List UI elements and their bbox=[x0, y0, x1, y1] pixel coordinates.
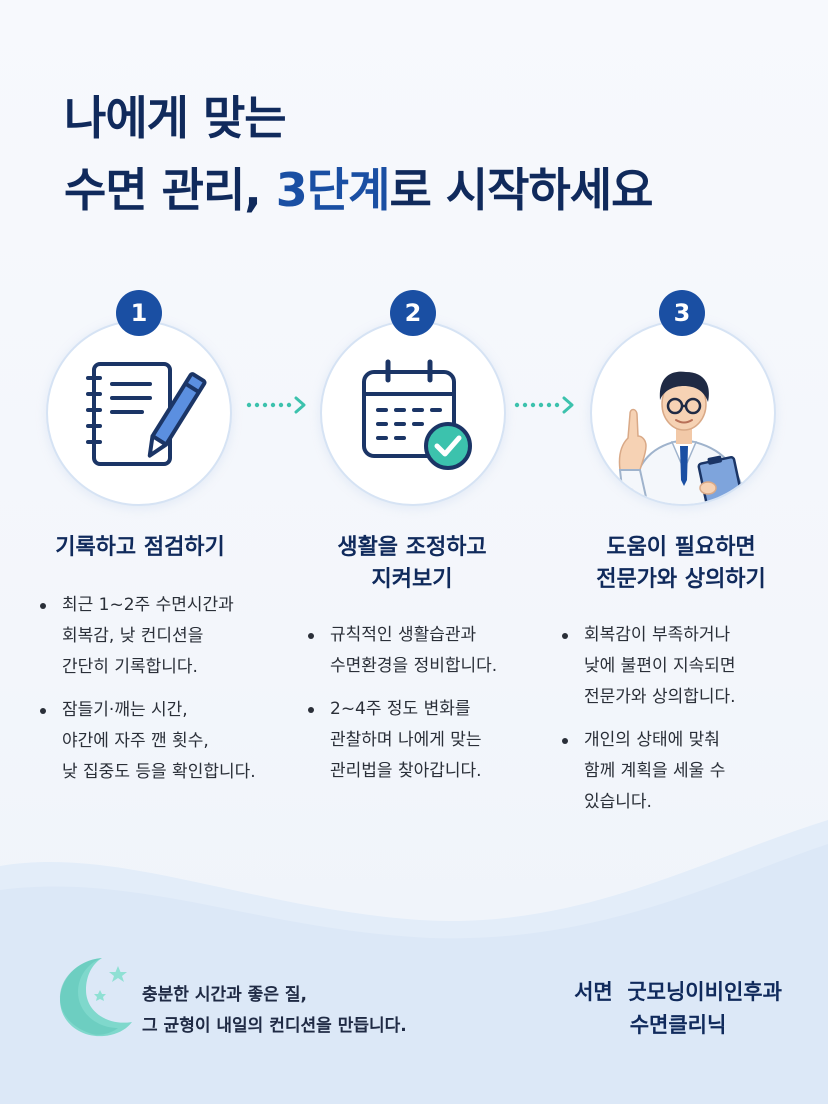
bullet-line: 회복감이 부족하거나 bbox=[584, 625, 731, 645]
bullet-line: 간단히 기록합니다. bbox=[62, 657, 198, 677]
footer-message-line-1: 충분한 시간과 좋은 질, bbox=[142, 985, 307, 1005]
step-2-bullet-2: 2~4주 정도 변화를 관찰하며 나에게 맞는 관리법을 찾아갑니다. bbox=[306, 694, 536, 787]
headline-line-2: 수면 관리, 3단계로 시작하세요 bbox=[64, 154, 784, 226]
clinic-name-line-2: 수면클리닉 bbox=[629, 1013, 727, 1037]
footer-message-line-2: 그 균형이 내일의 컨디션을 만듭니다. bbox=[142, 1016, 407, 1036]
doctor-icon bbox=[618, 371, 747, 504]
step-1-title: 기록하고 점검하기 bbox=[20, 532, 260, 564]
bullet-line: 수면환경을 정비합니다. bbox=[330, 656, 498, 676]
step-1-circle bbox=[46, 320, 232, 506]
step-1-bullet-2: 잠들기·깨는 시간, 야간에 자주 깬 횟수, 낮 집중도 등을 확인합니다. bbox=[38, 695, 288, 788]
step-2-title: 생활을 조정하고 지켜보기 bbox=[292, 532, 532, 596]
bullet-line: 2~4주 정도 변화를 bbox=[330, 699, 471, 719]
step-1-bullet-1: 최근 1~2주 수면시간과 회복감, 낮 컨디션을 간단히 기록합니다. bbox=[38, 590, 288, 683]
bullet-line: 회복감, 낮 컨디션을 bbox=[62, 626, 204, 646]
step-1-number-badge: 1 bbox=[116, 290, 162, 336]
step-3-number-badge: 3 bbox=[659, 290, 705, 336]
step-3-title: 도움이 필요하면 전문가와 상의하기 bbox=[556, 532, 806, 596]
bullet-line: 야간에 자주 깬 횟수, bbox=[62, 731, 209, 751]
bullet-line: 전문가와 상의합니다. bbox=[584, 687, 736, 707]
bullet-line: 최근 1~2주 수면시간과 bbox=[62, 595, 234, 615]
step-arrow-2-icon bbox=[514, 396, 574, 414]
step-3-bullet-2: 개인의 상태에 맞춰 함께 계획을 세울 수 있습니다. bbox=[560, 725, 790, 818]
step-3-title-line-2: 전문가와 상의하기 bbox=[596, 567, 766, 592]
page-headline: 나에게 맞는 수면 관리, 3단계로 시작하세요 bbox=[64, 82, 784, 226]
bullet-line: 관리법을 찾아갑니다. bbox=[330, 761, 482, 781]
step-2-bullet-list: 규칙적인 생활습관과 수면환경을 정비합니다. 2~4주 정도 변화를 관찰하며… bbox=[306, 620, 536, 799]
headline-line-1: 나에게 맞는 bbox=[64, 91, 287, 145]
step-arrow-1-icon bbox=[246, 396, 306, 414]
headline-line-2-pre: 수면 관리, bbox=[64, 163, 276, 217]
bullet-line: 함께 계획을 세울 수 bbox=[584, 761, 726, 781]
bullet-line: 잠들기·깨는 시간, bbox=[62, 700, 188, 720]
step-1-bullet-list: 최근 1~2주 수면시간과 회복감, 낮 컨디션을 간단히 기록합니다. 잠들기… bbox=[38, 590, 288, 800]
headline-line-2-post: 로 시작하세요 bbox=[389, 163, 653, 217]
step-1-title-line-1: 기록하고 점검하기 bbox=[55, 535, 225, 560]
bullet-line: 낮에 불편이 지속되면 bbox=[584, 656, 736, 676]
step-3-title-line-1: 도움이 필요하면 bbox=[606, 535, 756, 560]
step-2-bullet-1: 규칙적인 생활습관과 수면환경을 정비합니다. bbox=[306, 620, 536, 682]
bullet-line: 규칙적인 생활습관과 bbox=[330, 625, 477, 645]
clinic-name-line-1: 서면 굿모닝이비인후과 bbox=[574, 980, 782, 1004]
notebook-pen-icon bbox=[86, 362, 207, 466]
step-2-number-badge: 2 bbox=[390, 290, 436, 336]
headline-accent: 3단계 bbox=[275, 163, 391, 217]
steps-section: 1 2 bbox=[0, 288, 828, 848]
clinic-name: 서면 굿모닝이비인후과 수면클리닉 bbox=[548, 976, 808, 1042]
step-2-title-line-1: 생활을 조정하고 bbox=[337, 535, 487, 560]
footer-message: 충분한 시간과 좋은 질, 그 균형이 내일의 컨디션을 만듭니다. bbox=[142, 980, 462, 1042]
step-3-circle bbox=[590, 320, 776, 506]
step-2-circle bbox=[320, 320, 506, 506]
bullet-line: 관찰하며 나에게 맞는 bbox=[330, 730, 482, 750]
step-3-bullet-1: 회복감이 부족하거나 낮에 불편이 지속되면 전문가와 상의합니다. bbox=[560, 620, 790, 713]
bullet-line: 개인의 상태에 맞춰 bbox=[584, 730, 720, 750]
bullet-line: 있습니다. bbox=[584, 792, 652, 812]
bullet-line: 낮 집중도 등을 확인합니다. bbox=[62, 762, 256, 782]
crescent-moon-icon bbox=[60, 958, 132, 1037]
step-3-bullet-list: 회복감이 부족하거나 낮에 불편이 지속되면 전문가와 상의합니다. 개인의 상… bbox=[560, 620, 790, 830]
calendar-check-icon bbox=[362, 359, 472, 470]
bottom-wave-background bbox=[0, 820, 828, 1104]
step-2-title-line-2: 지켜보기 bbox=[371, 567, 453, 592]
